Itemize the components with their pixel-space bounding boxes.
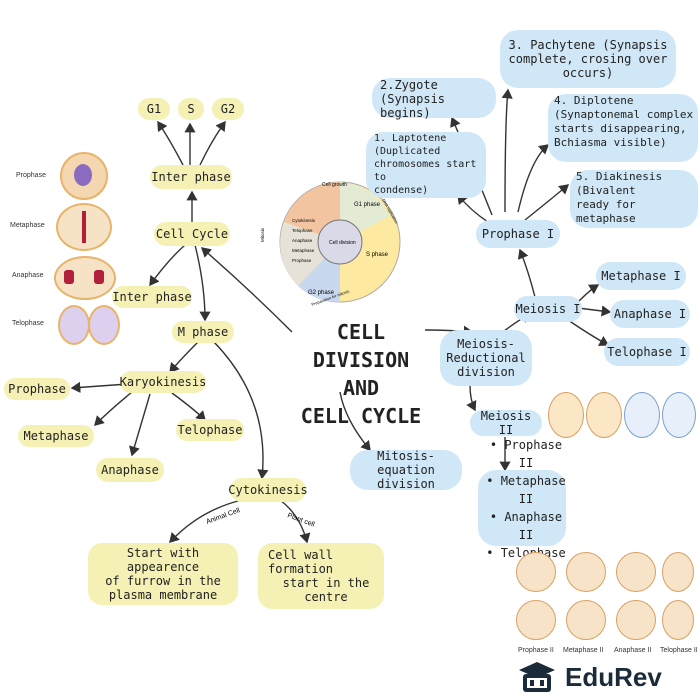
meiosis-1-node: Meiosis I: [514, 296, 582, 322]
central-title: CELL DIVISION AND CELL CYCLE: [286, 318, 436, 430]
prophase-segment-label: Prophase: [292, 258, 312, 263]
cytokinesis-node: Cytokinesis: [228, 478, 308, 502]
meiosis-1-figure: [546, 378, 696, 448]
telophase-micrograph-left: [58, 305, 90, 345]
plant-note-line-2: formation: [268, 562, 334, 576]
meiosis-red-line-2: Reductional: [446, 351, 526, 365]
anaphase-micrograph-label: Anaphase: [12, 272, 44, 279]
title-line-2: AND: [342, 376, 380, 400]
caption-prophase-2: Prophase II: [518, 647, 554, 654]
metaphase-node: Metaphase: [18, 425, 94, 447]
s-phase-label: S phase: [366, 252, 389, 258]
animal-cell-note: Start with appearence of furrow in the p…: [88, 543, 238, 605]
mitosis-node: Mitosis- equation division: [350, 449, 462, 491]
metaphase-2-item: • Metaphase II: [486, 474, 566, 506]
metaphase-segment-label: Metaphase: [292, 248, 315, 253]
cytokinesis-segment-label: Cytokinesis: [292, 218, 316, 223]
edurev-logo: EduRev: [517, 658, 697, 696]
leptotene-line-1: 1. Laptotene: [374, 133, 447, 144]
anaphase-micrograph: [54, 256, 116, 300]
diplotene-line-4: Bchiasma visible): [554, 136, 667, 149]
leptotene-line-3: chromosomes start to: [374, 159, 477, 183]
caption-telophase-2: Telophase II: [660, 647, 698, 654]
animal-note-line-3: plasma membrane: [108, 588, 218, 602]
metaphase-1-node: Metaphase I: [596, 262, 686, 290]
pachytene-node: 3. Pachytene (Synapsis complete, crosing…: [500, 30, 676, 88]
zygotene-node: 2.Zygote (Synapsis begins): [372, 78, 496, 120]
cell-cycle-node: Cell Cycle: [154, 222, 230, 246]
mitosis-line-1: Mitosis-: [377, 449, 435, 463]
telophase-1-node: Telophase I: [604, 338, 690, 366]
brand-name: EduRev: [565, 661, 662, 692]
telophase-segment-label: Telophase: [292, 228, 313, 233]
prophase-micrograph-label: Prophase: [16, 172, 46, 179]
m-phase-node: M phase: [172, 321, 234, 343]
zygotene-line-2: begins): [380, 106, 431, 120]
cell-division-label: Cell division: [329, 240, 356, 246]
prophase-2-item: • Prophase II: [489, 438, 563, 470]
prophase-1-node: Prophase I: [476, 220, 560, 248]
prophase-micrograph: [60, 152, 108, 200]
s-node: S: [178, 98, 204, 120]
telophase-node: Telophase: [176, 419, 244, 441]
inter-phase-node: Inter phase: [112, 286, 192, 308]
plant-note-line-1: Cell wall: [268, 548, 334, 562]
cell-cycle-diagram: Cell growth G1 phase S phase G2 phase Ce…: [260, 181, 401, 307]
g1-node: G1: [138, 98, 170, 120]
meiosis-2-figure: [512, 548, 696, 656]
graduation-cap-icon: [519, 662, 555, 692]
anaphase-node: Anaphase: [96, 458, 164, 482]
plant-note-line-3: start in the centre: [282, 576, 370, 604]
meiosis-2-node: Meiosis II: [470, 409, 542, 437]
diplotene-node: 4. Diplotene (Synaptonemal complex start…: [548, 94, 698, 162]
g2-node: G2: [212, 98, 244, 120]
telophase-micrograph-right: [88, 305, 120, 345]
inter-phase-top-node: Inter phase: [150, 165, 232, 189]
meiosis-reductional-node: Meiosis- Reductional division: [440, 330, 532, 386]
pachytene-line-1: 3. Pachytene (Synapsis: [508, 38, 668, 52]
mitosis-segment-label: Mitosis: [260, 227, 265, 242]
cell-growth-label: Cell growth: [322, 182, 347, 188]
title-line-1: CELL DIVISION: [312, 320, 410, 372]
anaphase-1-node: Anaphase I: [610, 300, 690, 328]
animal-note-line-1: Start with appearence: [126, 546, 200, 574]
diakinesis-line-1: 5. Diakinesis (Bivalent: [576, 170, 663, 197]
diplotene-line-1: 4. Diplotene: [554, 94, 634, 107]
plant-cell-note: Cell wall formation start in the centre: [258, 543, 384, 609]
mitosis-line-2: equation division: [377, 463, 435, 491]
diplotene-line-3: starts disappearing,: [554, 122, 687, 135]
diakinesis-line-3: metaphase: [576, 212, 636, 225]
anaphase-segment-label: Anaphase: [292, 238, 313, 243]
leptotene-node: 1. Laptotene (Duplicated chromosomes sta…: [366, 132, 486, 198]
karyokinesis-node: Karyokinesis: [120, 371, 206, 393]
g1-phase-label: G1 phase: [354, 202, 381, 208]
telophase-micrograph-label: Telophase: [12, 320, 44, 327]
diakinesis-node: 5. Diakinesis (Bivalent ready for metaph…: [570, 170, 698, 228]
caption-anaphase-2: Anaphase II: [614, 647, 652, 654]
metaphase-micrograph-label: Metaphase: [10, 222, 45, 229]
leptotene-line-2: (Duplicated: [374, 146, 441, 157]
pachytene-line-3: occurs): [562, 66, 614, 80]
zygotene-line-1: 2.Zygote (Synapsis: [380, 78, 446, 106]
metaphase-micrograph: [56, 203, 112, 251]
animal-cell-label: Animal Cell: [205, 507, 241, 526]
pachytene-line-2: complete, crosing over: [508, 52, 668, 66]
meiosis-red-line-3: division: [457, 365, 515, 379]
anaphase-2-item: • Anaphase II: [489, 510, 563, 542]
animal-note-line-2: of furrow in the: [105, 574, 221, 588]
diplotene-line-2: (Synaptonemal complex: [554, 108, 694, 121]
caption-metaphase-2: Metaphase II: [563, 647, 604, 654]
meiosis-2-phases-node: • Prophase II • Metaphase II • Anaphase …: [478, 438, 566, 578]
title-line-3: CELL CYCLE: [300, 404, 422, 428]
leptotene-line-4: condense): [374, 185, 429, 196]
diakinesis-line-2: ready for: [576, 198, 636, 211]
prophase-node: Prophase: [4, 378, 70, 400]
meiosis-red-line-1: Meiosis-: [457, 337, 515, 351]
g2-phase-label: G2 phase: [308, 290, 335, 296]
